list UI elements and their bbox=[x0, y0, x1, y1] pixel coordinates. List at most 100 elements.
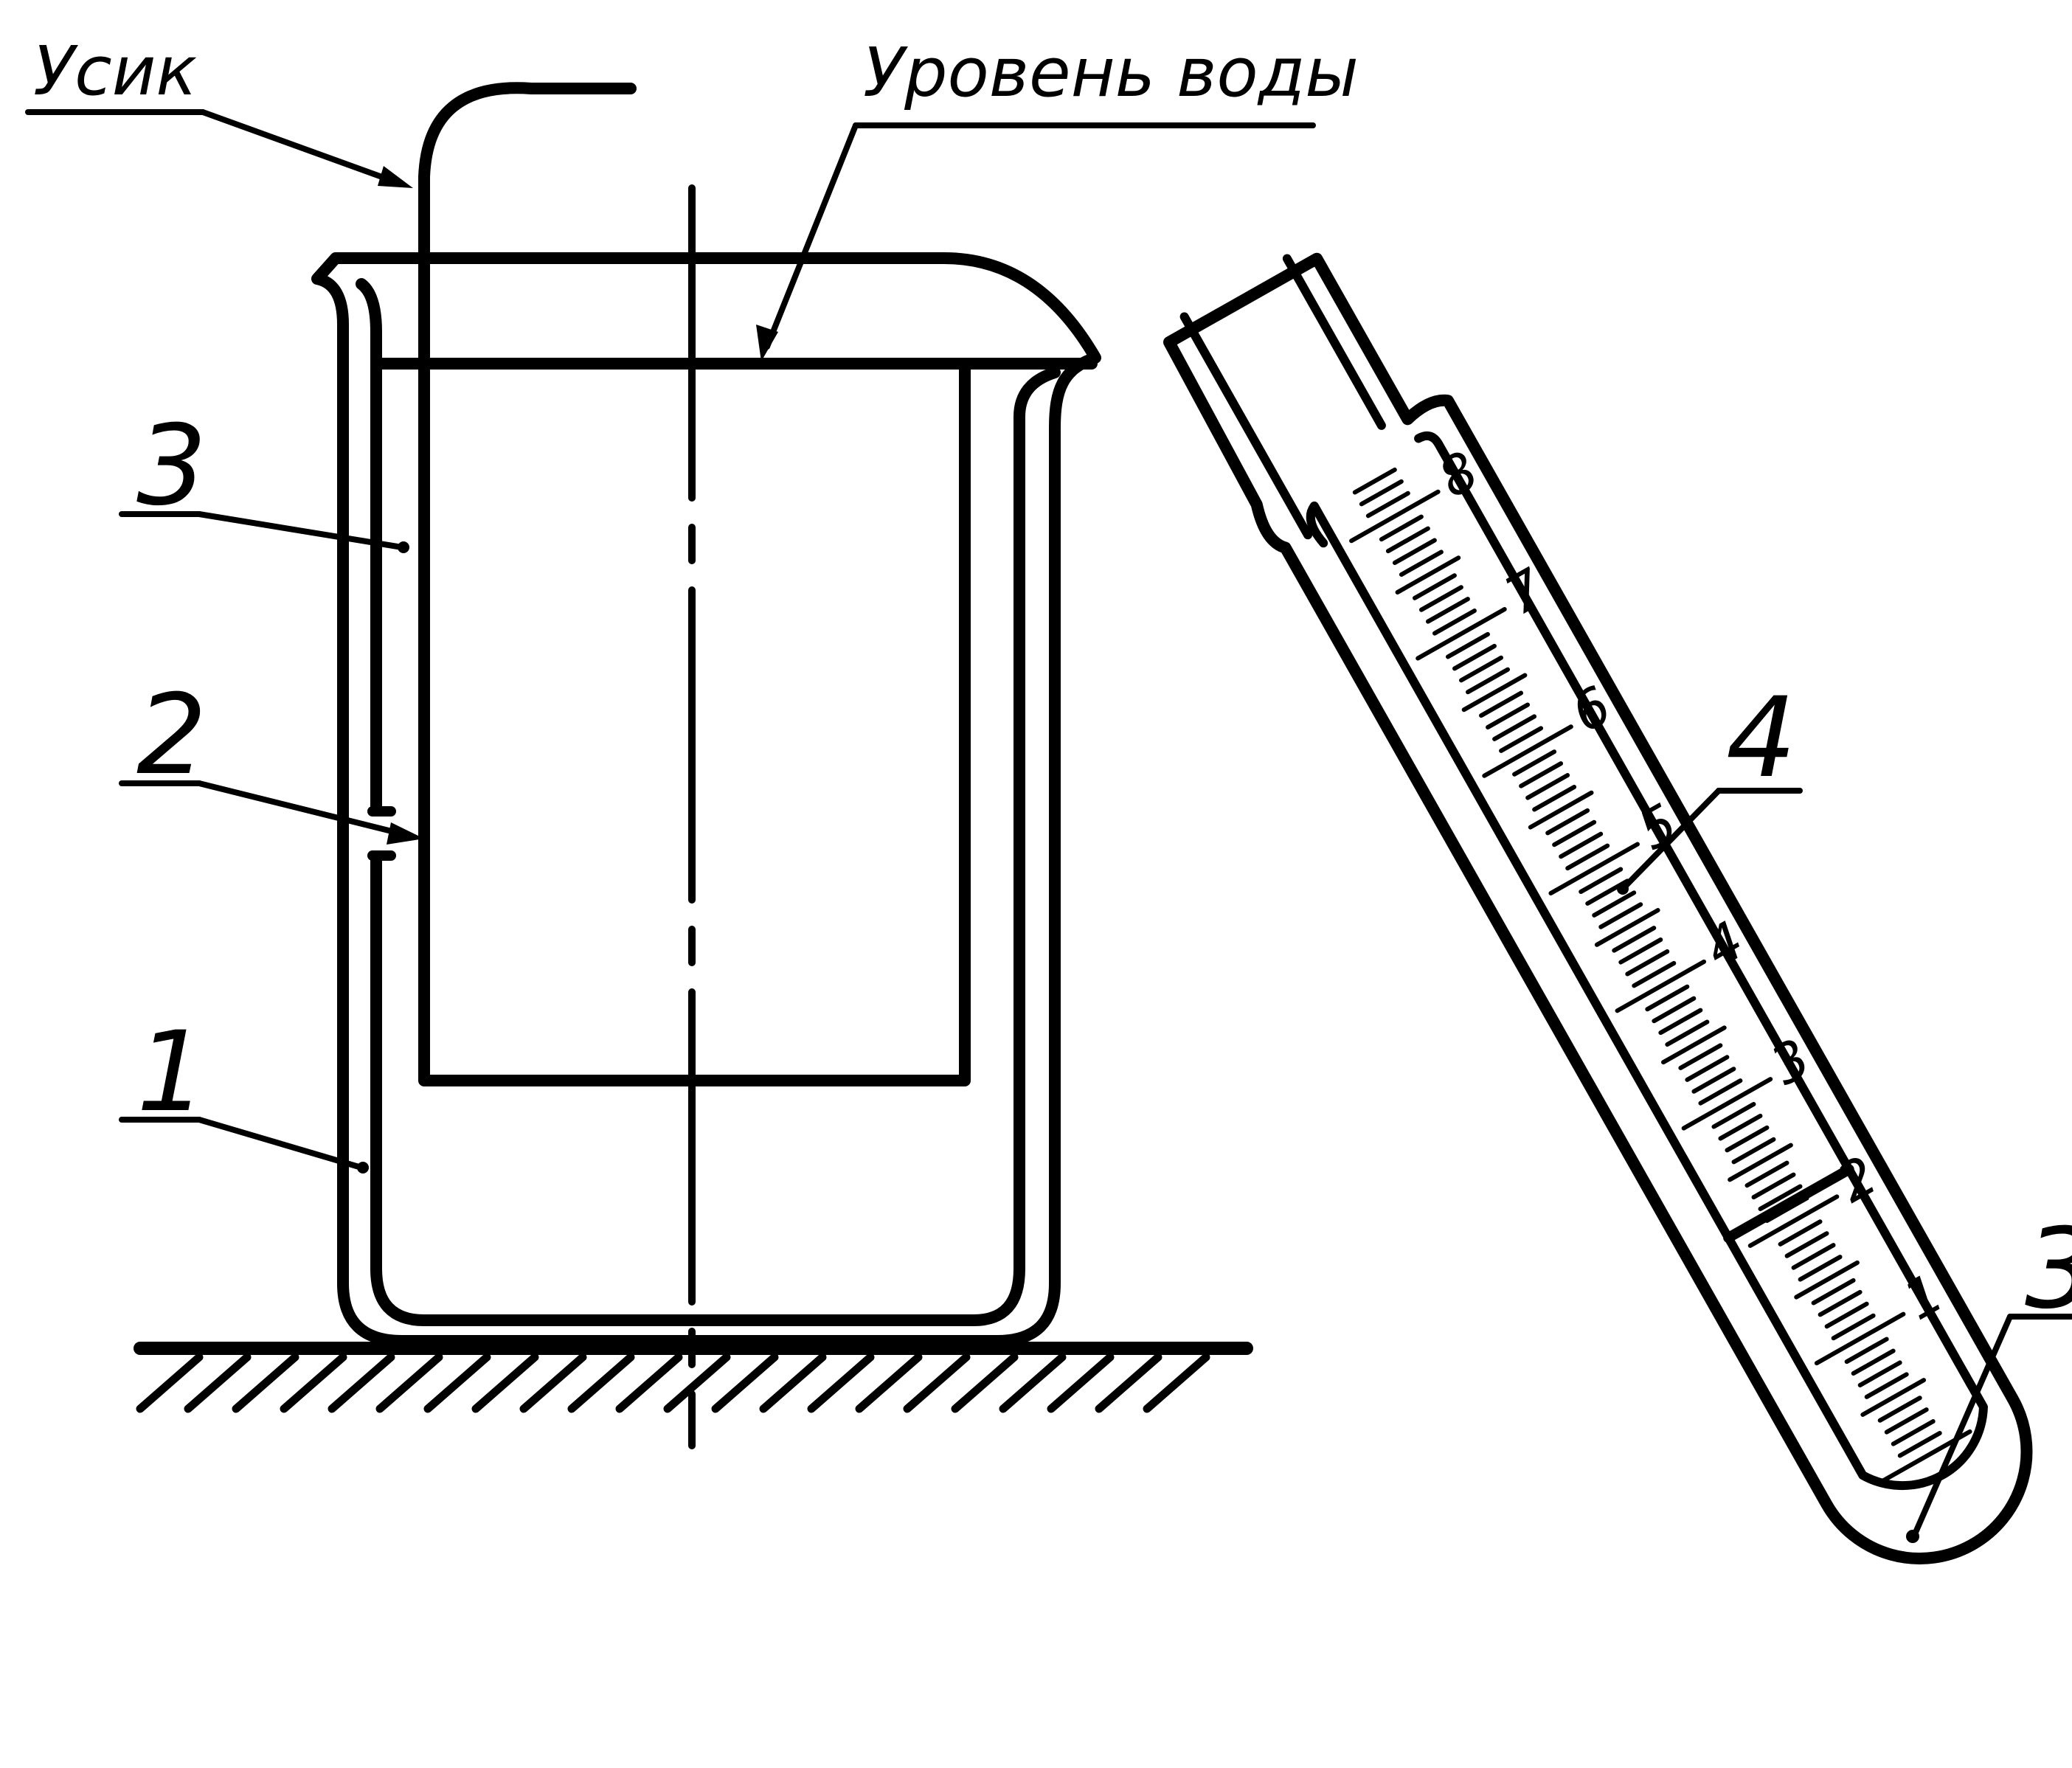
scale-minor-tick bbox=[1798, 1255, 1843, 1282]
scale-minor-tick bbox=[1452, 643, 1497, 671]
scale-minor-tick bbox=[1432, 609, 1477, 636]
hatch-stroke bbox=[855, 1353, 923, 1413]
scale-minor-tick bbox=[1559, 831, 1604, 859]
scale-minor-tick bbox=[1492, 714, 1537, 741]
scale-minor-tick bbox=[1399, 550, 1444, 577]
scale-minor-tick bbox=[1392, 538, 1437, 566]
scale-minor-tick bbox=[1891, 1419, 1936, 1446]
scale-minor-tick bbox=[1824, 1301, 1869, 1329]
ground-hatching bbox=[136, 1353, 1210, 1413]
hatch-stroke bbox=[1095, 1353, 1163, 1413]
scale-minor-tick bbox=[1519, 761, 1564, 788]
scale-minor-tick bbox=[1877, 1396, 1922, 1423]
scale-minor-tick bbox=[1445, 631, 1490, 659]
hatch-stroke bbox=[375, 1353, 443, 1413]
scale-minor-tick bbox=[1658, 1008, 1703, 1036]
scale-minor-tick bbox=[1691, 1067, 1736, 1094]
scale-minor-tick bbox=[1625, 949, 1670, 977]
scale-minor-tick bbox=[1725, 1125, 1770, 1153]
scale-minor-tick bbox=[1379, 514, 1424, 542]
hatch-stroke bbox=[1047, 1353, 1115, 1413]
hatch-stroke bbox=[951, 1353, 1019, 1413]
scale-minor-tick bbox=[1594, 908, 1660, 947]
hatch-stroke bbox=[280, 1353, 347, 1413]
scale-minor-tick bbox=[1818, 1289, 1863, 1317]
scale-minor-tick bbox=[1784, 1231, 1829, 1258]
scale-minor-tick bbox=[1764, 1196, 1809, 1223]
scale-minor-tick bbox=[1598, 902, 1643, 929]
callout-2: 2 bbox=[136, 671, 207, 800]
scale-minor-tick bbox=[1528, 790, 1594, 830]
scale-minor-tick bbox=[1718, 1113, 1763, 1141]
scale-minor-tick bbox=[1525, 773, 1570, 800]
scale-minor-tick bbox=[1565, 843, 1610, 871]
hatch-stroke bbox=[567, 1353, 635, 1413]
hatch-stroke bbox=[663, 1353, 731, 1413]
scale-minor-tick bbox=[1461, 673, 1528, 713]
scale-minor-tick bbox=[1612, 926, 1657, 953]
scale-minor-tick bbox=[1645, 984, 1690, 1012]
scale-minor-tick bbox=[1592, 890, 1637, 918]
scale-minor-tick bbox=[1385, 526, 1430, 554]
scale-minor-tick bbox=[1685, 1055, 1730, 1082]
hatch-stroke bbox=[807, 1353, 875, 1413]
hatch-stroke bbox=[999, 1353, 1067, 1413]
callout-1: 1 bbox=[136, 1008, 207, 1137]
scale-minor-tick bbox=[1860, 1378, 1927, 1417]
scale-minor-tick bbox=[1512, 749, 1557, 777]
hatch-stroke bbox=[903, 1353, 971, 1413]
scale-minor-tick bbox=[1479, 690, 1524, 718]
callout-3-left: 3 bbox=[136, 402, 207, 530]
hatch-stroke bbox=[423, 1353, 491, 1413]
hatch-stroke bbox=[471, 1353, 539, 1413]
scale-minor-tick bbox=[1851, 1348, 1896, 1376]
cylinder-liquid-level bbox=[1723, 1164, 1854, 1244]
scale-minor-tick bbox=[1665, 1019, 1710, 1047]
leader-lines bbox=[25, 109, 2072, 1543]
scale-minor-tick bbox=[1412, 573, 1457, 600]
hatch-stroke bbox=[759, 1353, 827, 1413]
scale-minor-tick bbox=[1698, 1078, 1743, 1106]
scale-minor-tick bbox=[1352, 467, 1397, 495]
scale-minor-tick bbox=[1811, 1278, 1856, 1306]
scale-minor-tick bbox=[1744, 1160, 1789, 1188]
scale-minor-tick bbox=[1844, 1337, 1889, 1365]
scale-minor-tick bbox=[1661, 1025, 1727, 1065]
scale-minor-tick bbox=[1857, 1360, 1902, 1387]
scale-minor-tick bbox=[1864, 1372, 1909, 1399]
scale-minor-tick bbox=[1711, 1102, 1756, 1129]
scale-major-tick bbox=[1615, 959, 1707, 1013]
hatch-stroke bbox=[232, 1353, 299, 1413]
scale-minor-tick bbox=[1751, 1172, 1796, 1200]
scale-minor-tick bbox=[1499, 726, 1544, 753]
label-usik: Усик bbox=[33, 32, 197, 111]
scale-major-tick bbox=[1548, 842, 1640, 896]
scale-minor-tick bbox=[1618, 937, 1663, 965]
scale-minor-tick bbox=[1425, 597, 1470, 624]
scale-minor-tick bbox=[1791, 1243, 1836, 1270]
hatch-stroke bbox=[184, 1353, 252, 1413]
hatch-stroke bbox=[328, 1353, 395, 1413]
scale-minor-tick bbox=[1778, 1219, 1823, 1247]
hatch-stroke bbox=[519, 1353, 587, 1413]
scale-minor-tick bbox=[1731, 1137, 1776, 1165]
scale-minor-tick bbox=[1418, 585, 1463, 612]
scale-minor-tick bbox=[1579, 867, 1624, 895]
hatch-stroke bbox=[1143, 1353, 1210, 1413]
scale-minor-tick bbox=[1652, 996, 1697, 1024]
scale-major-tick bbox=[1349, 489, 1441, 544]
hatch-stroke bbox=[711, 1353, 779, 1413]
scale-minor-tick bbox=[1466, 667, 1510, 695]
scale-minor-tick bbox=[1758, 1184, 1803, 1212]
callout-4: 4 bbox=[1726, 674, 1796, 802]
label-water-level: Уровень воды bbox=[863, 33, 1359, 112]
scale-minor-tick bbox=[1532, 784, 1577, 812]
scale-major-tick bbox=[1814, 1311, 1906, 1366]
scale-major-tick bbox=[1747, 1194, 1840, 1248]
scale-minor-tick bbox=[1552, 819, 1597, 847]
scale-major-tick bbox=[1482, 724, 1573, 778]
scale-major-tick bbox=[1681, 1077, 1773, 1131]
